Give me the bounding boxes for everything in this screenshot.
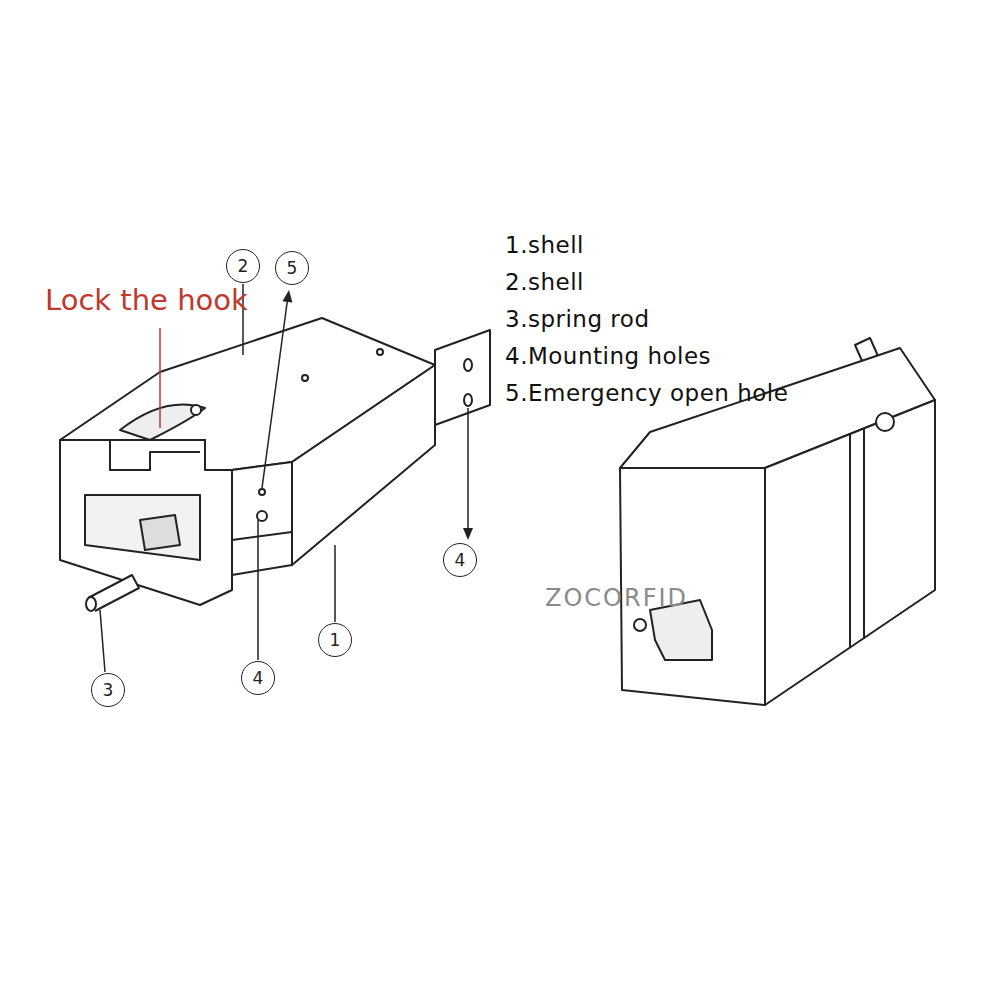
side-shell xyxy=(292,365,435,565)
front-shell xyxy=(232,462,292,575)
top-hole xyxy=(377,349,383,355)
leader-line xyxy=(334,545,336,622)
arrow-head xyxy=(282,290,292,303)
watermark: ZOCORFID xyxy=(545,584,688,613)
callout-number: 1 xyxy=(330,632,341,649)
callout-circle: 5 xyxy=(275,251,309,285)
shell-seam xyxy=(232,532,292,540)
callout-circle: 2 xyxy=(226,249,260,283)
hook-pivot xyxy=(191,405,201,415)
side-shell xyxy=(765,400,935,705)
emergency-hole xyxy=(634,619,646,631)
callout-circle: 1 xyxy=(318,623,352,657)
latch-block xyxy=(140,515,180,550)
leader-line xyxy=(159,328,161,428)
leader-line xyxy=(100,610,105,672)
shell-seam xyxy=(863,428,865,639)
front-housing xyxy=(60,440,232,605)
mounting-tab xyxy=(435,330,490,425)
callout-number: 5 xyxy=(287,260,298,277)
part-label: Lock the hook xyxy=(45,283,248,318)
leader-line xyxy=(262,296,288,488)
callout-circle: 4 xyxy=(241,661,275,695)
top-hole xyxy=(302,375,308,381)
mounting-hole xyxy=(257,511,267,521)
callout-number: 3 xyxy=(103,682,114,699)
legend-line: 3.spring rod xyxy=(505,306,649,334)
arrow-head xyxy=(463,528,473,540)
emergency-hole xyxy=(259,489,265,495)
callout-number: 4 xyxy=(253,670,264,687)
legend-line: 1.shell xyxy=(505,232,584,260)
leader-line xyxy=(467,408,469,530)
legend-line: 2.shell xyxy=(505,269,584,297)
mounting-hole xyxy=(464,394,472,406)
callout-circle: 4 xyxy=(443,543,477,577)
callout-number: 4 xyxy=(455,552,466,569)
shell-seam xyxy=(849,434,851,648)
mounting-hole xyxy=(876,413,894,431)
leader-line xyxy=(257,520,259,660)
legend-line: 5.Emergency open hole xyxy=(505,380,788,408)
callout-number: 2 xyxy=(238,258,249,275)
housing-opening xyxy=(85,495,200,560)
legend-line: 4.Mounting holes xyxy=(505,343,711,371)
spring-rod-end xyxy=(86,597,96,611)
mounting-hole xyxy=(464,359,472,371)
hook-slot xyxy=(110,440,200,470)
lock-hook xyxy=(120,404,205,440)
callout-circle: 3 xyxy=(91,673,125,707)
